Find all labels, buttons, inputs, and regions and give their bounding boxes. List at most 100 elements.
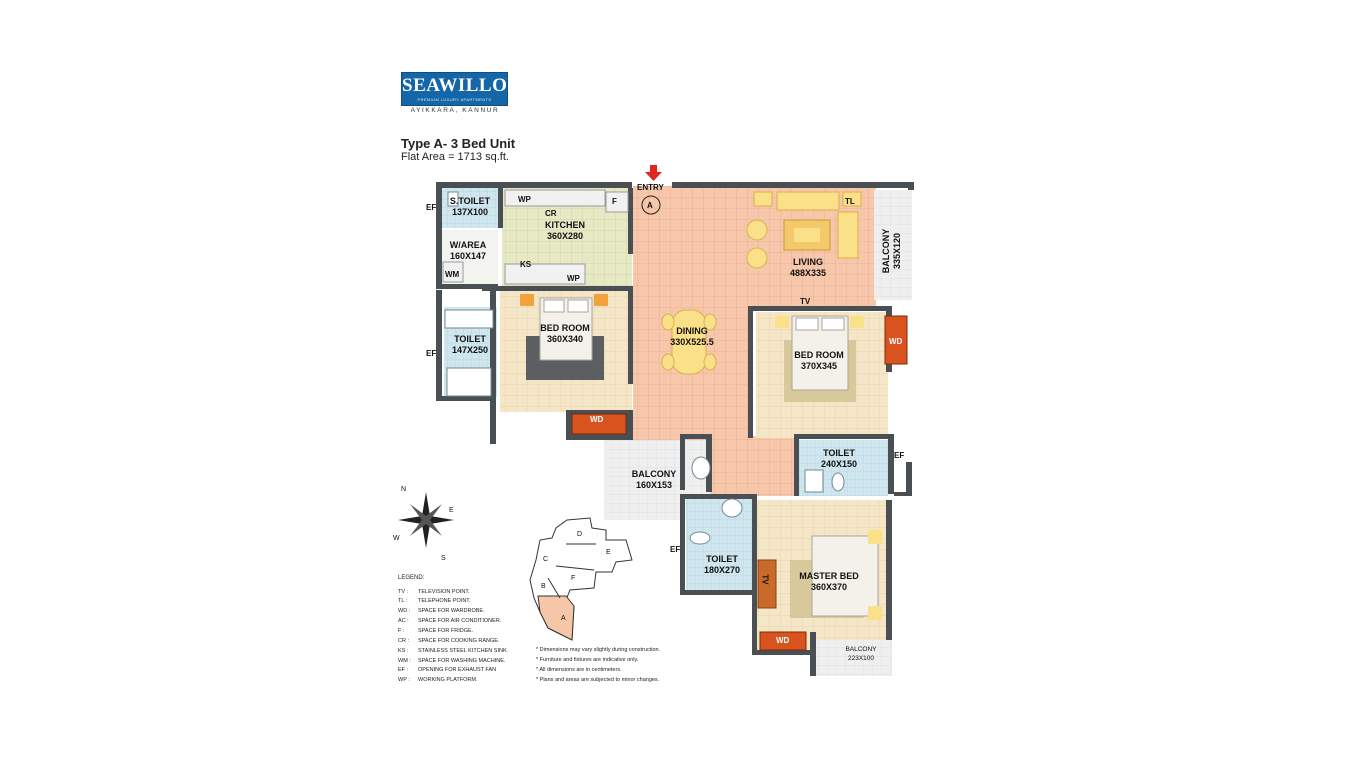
wd-tag-master: WD	[776, 636, 790, 645]
legend-code: AC :	[398, 618, 409, 624]
legend-title: LEGEND:	[398, 575, 425, 581]
compass-s: S	[441, 555, 446, 562]
wd-tag-bedroom-left: WD	[590, 415, 604, 424]
toilet-left-name: TOILET	[454, 334, 486, 344]
balcony-dining-label: BALCONY 160X153	[622, 469, 686, 491]
legend-text: STAINLESS STEEL KITCHEN SINK.	[418, 648, 509, 654]
dining-label: DINING 330X525.5	[660, 326, 724, 348]
toilet-fixtures	[444, 191, 845, 545]
brand-location: AYIKKARA, KANNUR	[410, 107, 500, 114]
brand-name: SEAWILLOW	[402, 75, 527, 96]
key-plan	[529, 517, 633, 641]
bedroom-right-size: 370X345	[800, 361, 838, 371]
legend-item: EF : OPENING FOR EXHAUST FAN	[398, 667, 496, 674]
cr-tag: CR	[545, 209, 557, 218]
living-size: 488X335	[789, 268, 827, 278]
balcony-dining-size: 160X153	[635, 480, 673, 490]
compass-w: W	[393, 535, 400, 542]
note: * All dimensions are in centimeters.	[536, 667, 622, 673]
legend-item: KS : STAINLESS STEEL KITCHEN SINK.	[398, 648, 508, 655]
entry-arrow-icon	[645, 165, 662, 181]
legend-code: EF :	[398, 667, 409, 673]
note: * Plans and areas are subjected to minor…	[536, 677, 660, 683]
legend-text: SPACE FOR FRIDGE.	[418, 628, 474, 634]
key-block-f: F	[571, 575, 576, 582]
bedroom-right-bed	[775, 315, 864, 402]
balcony-master-name: BALCONY	[845, 646, 877, 653]
balcony-master-size: 223X100	[847, 655, 875, 662]
legend-code: WM :	[398, 658, 411, 664]
living-label: LIVING 488X335	[778, 257, 838, 279]
legend-code: KS :	[398, 648, 409, 654]
kitchen-counters	[442, 189, 629, 285]
kitchen-name: KITCHEN	[545, 220, 585, 230]
bedroom-right-label: BED ROOM 370X345	[784, 350, 854, 372]
compass-n: N	[401, 486, 407, 493]
legend-text: TELEVISION POINT.	[418, 589, 470, 595]
legend-code: F :	[398, 628, 405, 634]
tv-tag-bedroom-right: TV	[800, 297, 811, 306]
balcony-master-floor	[816, 640, 892, 676]
bedroom-left-size: 360X340	[546, 334, 584, 344]
toilet-left-label: TOILET 147X250	[442, 334, 498, 356]
master-bed-name: MASTER BED	[799, 571, 859, 581]
key-block-b: B	[541, 583, 546, 590]
kitchen-size: 360X280	[546, 231, 584, 241]
toilet-right-size: 240X150	[820, 459, 858, 469]
walls	[436, 182, 914, 676]
corridor-floor	[710, 436, 795, 496]
legend-text: TELEPHONE POINT.	[418, 598, 471, 604]
master-bed-label: MASTER BED 360X370	[792, 571, 866, 593]
entry-floor	[633, 186, 673, 226]
w-area-label: W/AREA 160X147	[440, 240, 496, 262]
ef-tag-toilet-left: EF	[426, 349, 437, 358]
toilet-master-label: TOILET 180X270	[692, 554, 752, 576]
master-bed-size: 360X370	[810, 582, 848, 592]
bedroom-left-label: BED ROOM 360X340	[532, 323, 598, 345]
legend-code: WP :	[398, 677, 410, 683]
legend-code: TV :	[398, 589, 409, 595]
bedroom-left-name: BED ROOM	[540, 323, 590, 333]
balcony-dining-name: BALCONY	[631, 469, 677, 479]
toilet-master-floor	[686, 498, 754, 594]
legend-item: WM :SPACE FOR WASHING MACHINE.	[398, 658, 505, 665]
brand-tagline: PREMIUM LUXURY APARTMENTS	[417, 97, 492, 102]
toilet-left-size: 147X250	[451, 345, 489, 355]
f-tag: F	[612, 197, 617, 206]
living-name: LIVING	[792, 257, 823, 267]
legend-code: WD :	[398, 608, 411, 614]
plan-title: Type A- 3 Bed Unit	[401, 136, 516, 151]
balcony-master-label: BALCONY 223X100	[826, 645, 896, 663]
entry-label: ENTRY	[637, 183, 664, 192]
ef-tag-s-toilet: EF	[426, 203, 437, 212]
ef-tag-toilet-master: EF	[670, 545, 681, 554]
legend-text: SPACE FOR AIR CONDITIONER.	[418, 618, 502, 624]
legend-item: TL :TELEPHONE POINT.	[398, 598, 471, 605]
s-toilet-size: 137X100	[451, 207, 489, 217]
legend-code: CR :	[398, 638, 409, 644]
note: * Furniture and fixtures are indicative …	[536, 657, 639, 663]
wardrobes	[571, 315, 908, 651]
dining-table	[661, 309, 717, 375]
bedroom-right-name: BED ROOM	[794, 350, 844, 360]
wp-tag-lower: WP	[567, 274, 580, 283]
entry-marker: A	[647, 201, 653, 210]
balcony-living-label: BALCONY 335X120	[881, 221, 903, 281]
w-area-name: W/AREA	[449, 240, 487, 250]
master-bed-furniture	[757, 530, 882, 620]
wp-tag-kitchen: WP	[518, 195, 531, 204]
legend-text: OPENING FOR EXHAUST FAN	[418, 667, 497, 673]
toilet-master-size: 180X270	[703, 565, 741, 575]
key-block-c: C	[543, 556, 549, 563]
brand-logo: SEAWILLOW PREMIUM LUXURY APARTMENTS	[401, 72, 527, 106]
entry-marker-circle	[641, 195, 661, 215]
key-block-e: E	[606, 549, 611, 556]
living-furniture	[746, 191, 862, 269]
w-area-size: 160X147	[449, 251, 487, 261]
flat-area: Flat Area = 1713 sq.ft.	[401, 151, 509, 163]
balcony-living-size: 335X120	[892, 232, 902, 270]
legend-item: TV : TELEVISION POINT.	[398, 589, 470, 596]
tl-tag: TL	[845, 197, 855, 206]
key-block-a: A	[561, 615, 566, 622]
s-toilet-label: S.TOILET 137X100	[440, 196, 500, 218]
